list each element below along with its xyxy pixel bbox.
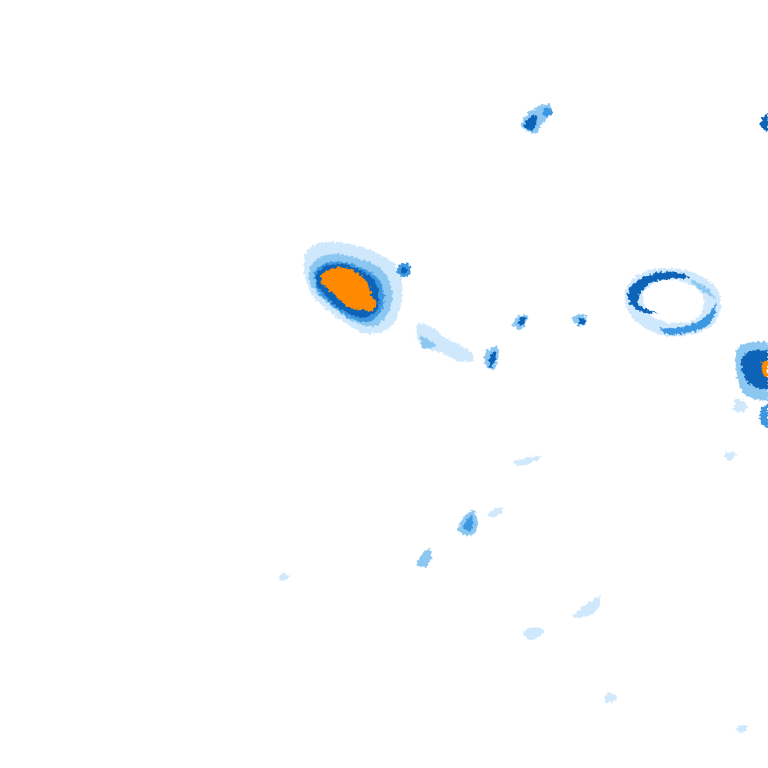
echo-south-cell-g [724,451,736,461]
echo-central-storm-core [320,267,372,310]
echo-northeast-edge [760,112,768,132]
echo-east-ring-hole [643,279,705,324]
echo-east-edge-cell [734,341,768,428]
echo-east-edge-cell-wisp [734,399,748,413]
echo-east-edge-cell-core [762,360,768,378]
echo-north-small-heavy [524,115,538,131]
echo-east-edge-cell-tail [760,404,768,428]
echo-south-cell-e [572,596,601,618]
echo-central-scattered-cell-a-heavy [488,351,496,368]
echo-east-ring-heavy-arc [627,272,690,314]
echo-east-ring-moderate-arc [660,302,717,335]
echo-south-cell-f [512,456,542,466]
echo-central-storm-satellite-b [401,267,407,273]
echo-central-scattered-cell-b-heavy [518,316,526,326]
echo-south-cell-d [524,626,544,640]
echo-central-scattered-band [416,322,474,362]
echo-south-cell-h [604,693,618,703]
echo-south-cell-i [736,725,748,733]
echo-central-storm-core-spur [360,294,376,312]
echo-central-scattered-band-inner [420,336,436,349]
echo-central-storm [303,241,411,334]
echo-east-ring [624,268,721,337]
echo-central-scattered [416,314,587,370]
echo-east-edge-cell-heavy [741,349,768,390]
echo-east-ring-light-arc [690,280,716,300]
echo-south-cell-j [278,573,290,581]
echo-northeast-edge-heavy [760,112,768,132]
echo-north-small [521,104,552,134]
echo-north-small-moderate [542,107,552,116]
echo-south-cell-c [416,548,432,568]
echo-central-scattered-cell-c-heavy [578,318,586,325]
echo-south-scattered [278,451,748,733]
echo-south-cell-a-moderate [464,516,473,532]
echo-south-cell-b [488,507,504,518]
